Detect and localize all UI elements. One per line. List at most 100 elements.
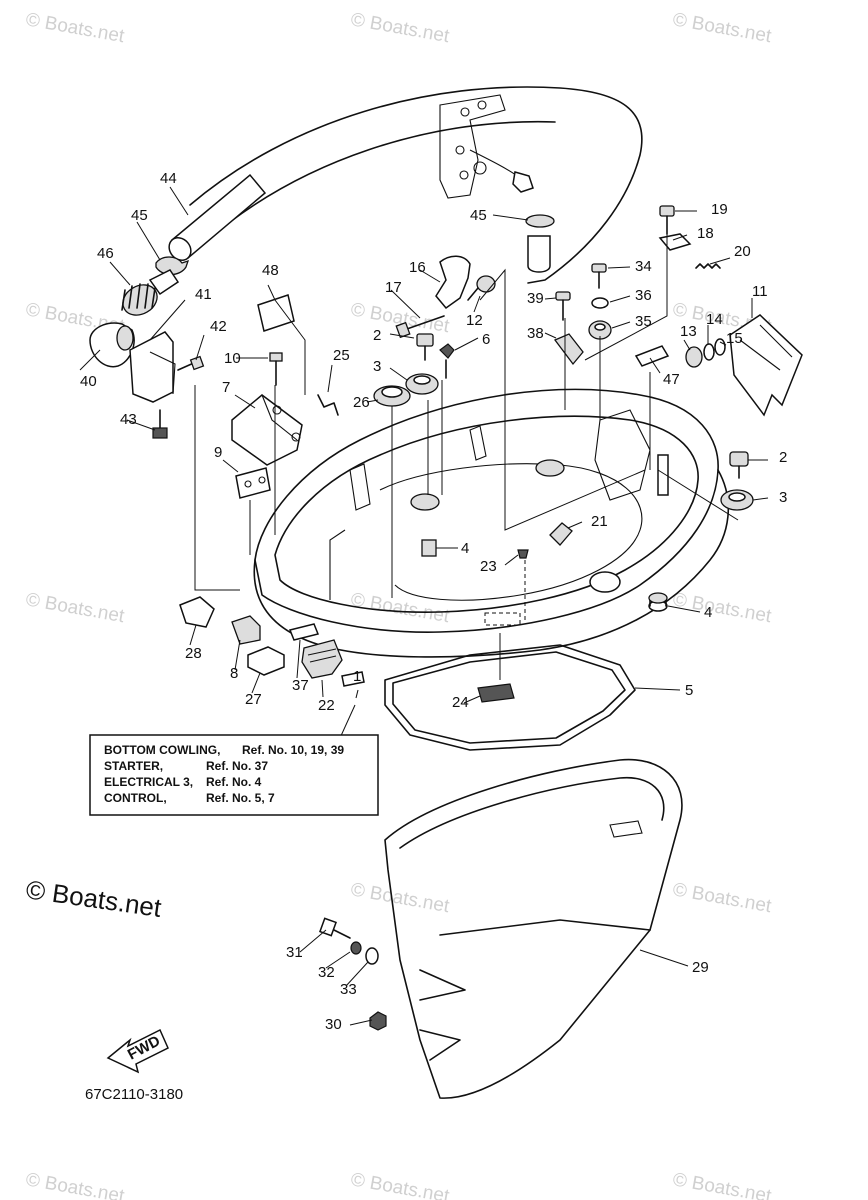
- watermark-text: © Boats.net: [671, 879, 773, 917]
- bracket-41: [129, 331, 176, 403]
- callout-4: 4: [461, 540, 469, 557]
- callout-13: 13: [680, 323, 697, 340]
- watermark-text: © Boats.net: [671, 9, 773, 47]
- plug-21: [549, 522, 573, 546]
- watermark-text: © Boats.net: [349, 879, 451, 917]
- callout-28: 28: [185, 645, 202, 662]
- callout-12: 12: [466, 312, 483, 329]
- legend-name: BOTTOM COWLING,: [104, 743, 220, 757]
- hose-44: [168, 173, 267, 261]
- callout-39: 39: [527, 290, 544, 307]
- callout-11: 11: [752, 283, 768, 300]
- callout-46: 46: [97, 245, 114, 262]
- callout-14: 14: [706, 311, 723, 328]
- leader-lines: [79, 186, 769, 1026]
- callout-38: 38: [527, 325, 544, 342]
- callout-29: 29: [692, 959, 709, 976]
- grommet-2-3-center: [405, 333, 439, 395]
- callout-2: 2: [779, 449, 787, 466]
- callout-48: 48: [262, 262, 279, 279]
- callout-42: 42: [210, 318, 227, 335]
- plug-38: [553, 333, 584, 366]
- cap-40: [89, 322, 135, 368]
- callout-3: 3: [779, 489, 787, 506]
- callout-30: 30: [325, 1016, 342, 1033]
- label-47: [634, 345, 670, 367]
- washer-36: [591, 297, 609, 309]
- legend-ref: Ref. No. 5, 7: [206, 791, 275, 805]
- rivet-23: [517, 549, 529, 559]
- lower-case-29: [384, 758, 683, 1099]
- callout-40: 40: [80, 373, 97, 390]
- grommet-28: [179, 596, 215, 628]
- bushing-13: [685, 346, 703, 368]
- watermark-text: © Boats.net: [24, 9, 126, 47]
- callout-4: 4: [704, 604, 712, 621]
- callout-16: 16: [409, 259, 426, 276]
- legend-ref: Ref. No. 37: [206, 759, 268, 773]
- label-1: [341, 671, 365, 687]
- callout-47: 47: [663, 371, 680, 388]
- callout-33: 33: [340, 981, 357, 998]
- callout-8: 8: [230, 665, 238, 682]
- clamp-45-right: [525, 214, 555, 273]
- callout-24: 24: [452, 694, 469, 711]
- ring-14: [703, 343, 715, 361]
- joint-46: [121, 269, 180, 316]
- watermark-text: © Boats.net: [24, 1169, 126, 1200]
- washer-33: [365, 947, 379, 965]
- callout-2: 2: [373, 327, 381, 344]
- callout-1: 1: [353, 668, 361, 685]
- watermark-text: © Boats.net: [349, 9, 451, 47]
- callout-41: 41: [195, 286, 212, 303]
- callout-22: 22: [318, 697, 335, 714]
- top-cowling-outline: [189, 86, 643, 284]
- grommet-22: [301, 639, 343, 679]
- callout-21: 21: [591, 513, 608, 530]
- bracket-7: [231, 394, 303, 466]
- grommet-27: [247, 646, 285, 676]
- callout-17: 17: [385, 279, 402, 296]
- watermark-text: © Boats.net: [24, 589, 126, 627]
- callout-27: 27: [245, 691, 262, 708]
- callout-20: 20: [734, 243, 751, 260]
- fwd-arrow-icon: FWD: [106, 1028, 169, 1074]
- callout-23: 23: [480, 558, 497, 575]
- nut-30: [369, 1011, 387, 1031]
- legend-name: CONTROL,: [104, 791, 167, 805]
- label-48: [257, 294, 295, 332]
- pad-24: [477, 683, 515, 703]
- screw-42: [177, 355, 205, 371]
- screw-43: [152, 409, 168, 439]
- ring-15: [714, 338, 726, 356]
- callout-32: 32: [318, 964, 335, 981]
- bolt-17: [395, 315, 445, 339]
- screw-6: [439, 343, 455, 379]
- callout-31: 31: [286, 944, 303, 961]
- spring-20: [695, 263, 721, 269]
- washer-18: [658, 233, 692, 251]
- plate-9: [235, 467, 271, 499]
- screw-19: [659, 205, 675, 235]
- callout-26: 26: [353, 394, 370, 411]
- callout-15: 15: [726, 330, 743, 347]
- legend-ref: Ref. No. 4: [206, 775, 262, 789]
- callout-35: 35: [635, 313, 652, 330]
- grommet-2-right: [729, 451, 749, 479]
- grommet-3-right: [720, 489, 754, 511]
- legend-box: BOTTOM COWLING,Ref. No. 10, 19, 39STARTE…: [89, 734, 379, 816]
- grommet-26: [373, 385, 411, 407]
- callout-36: 36: [635, 287, 652, 304]
- callout-45: 45: [470, 207, 487, 224]
- copyright-text: © Boats.net: [24, 874, 164, 923]
- callout-19: 19: [711, 201, 728, 218]
- label-37: [288, 623, 320, 641]
- grommet-12: [467, 275, 496, 301]
- callout-6: 6: [482, 331, 490, 348]
- callout-10: 10: [224, 350, 241, 367]
- callout-3: 3: [373, 358, 381, 375]
- seal-5: [384, 644, 636, 751]
- callout-45: 45: [131, 207, 148, 224]
